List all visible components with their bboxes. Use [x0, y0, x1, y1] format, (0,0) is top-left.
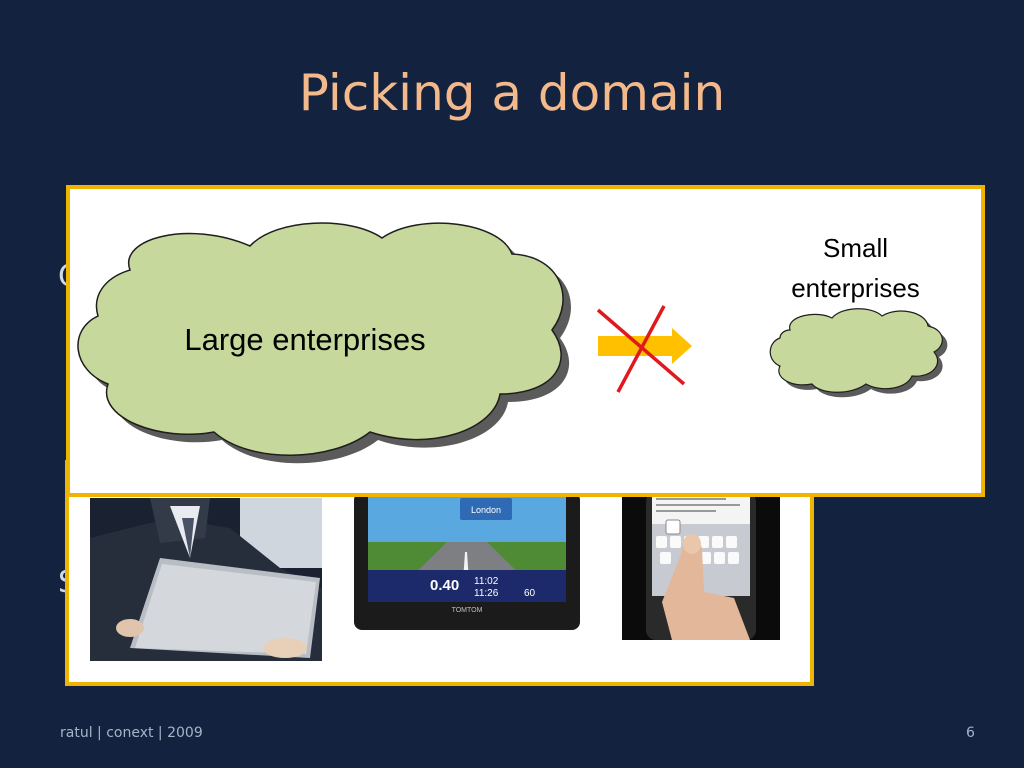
large-enterprises-label: Large enterprises — [184, 322, 426, 357]
slide-title: Picking a domain — [298, 64, 726, 122]
footer-text: ratul | conext | 2009 — [60, 725, 203, 741]
gps-time-2: 11:26 — [474, 588, 499, 599]
gps-device-photo: London 0.40 11:02 11:26 60 TOMTOM — [352, 492, 582, 634]
cross-out-icon — [596, 305, 686, 393]
gps-time-1: 11:02 — [474, 576, 499, 587]
gps-distance-text: 0.40 — [430, 577, 459, 594]
page-number: 6 — [966, 725, 975, 741]
gps-sign-text: London — [471, 505, 501, 515]
small-enterprises-label: Small enterprises — [791, 233, 920, 304]
smartphone-photo — [622, 492, 780, 640]
laptop-user-photo — [90, 498, 322, 661]
small-cloud-shape — [769, 308, 948, 398]
gps-speed-text: 60 — [524, 588, 536, 599]
gps-brand-text: TOMTOM — [452, 607, 483, 614]
arrow-right-icon — [598, 328, 692, 364]
